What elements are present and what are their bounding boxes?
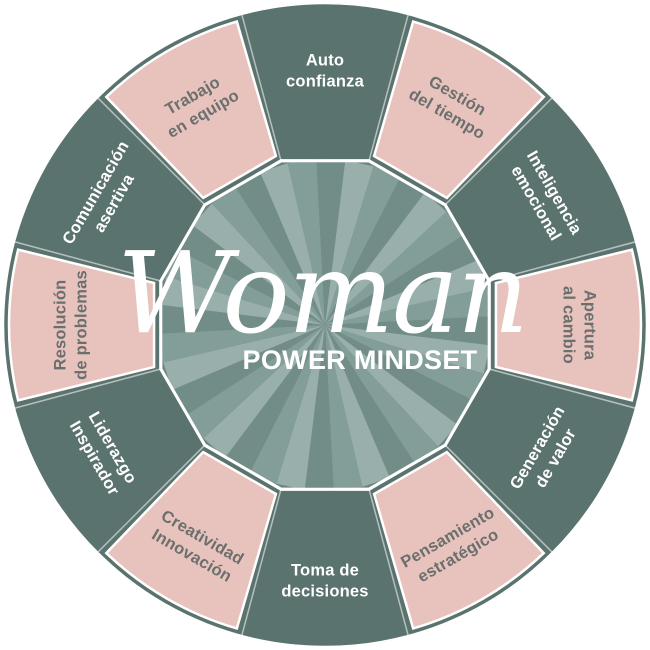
center-title: Woman POWER MINDSET <box>117 229 527 375</box>
segment-label-line: Auto <box>306 52 344 70</box>
title-power-mindset: POWER MINDSET <box>243 345 478 375</box>
segment-label-line: decisiones <box>281 583 368 601</box>
segment-label-line: al cambio <box>560 286 578 364</box>
title-woman: Woman <box>117 229 527 359</box>
segment-label-line: Resolución <box>52 280 70 371</box>
segment-label-line: Apertura <box>581 290 599 361</box>
segment-label-line: de problemas <box>73 270 91 380</box>
segment-label-line: confianza <box>286 73 365 91</box>
segment-label-line: Toma de <box>291 562 359 580</box>
